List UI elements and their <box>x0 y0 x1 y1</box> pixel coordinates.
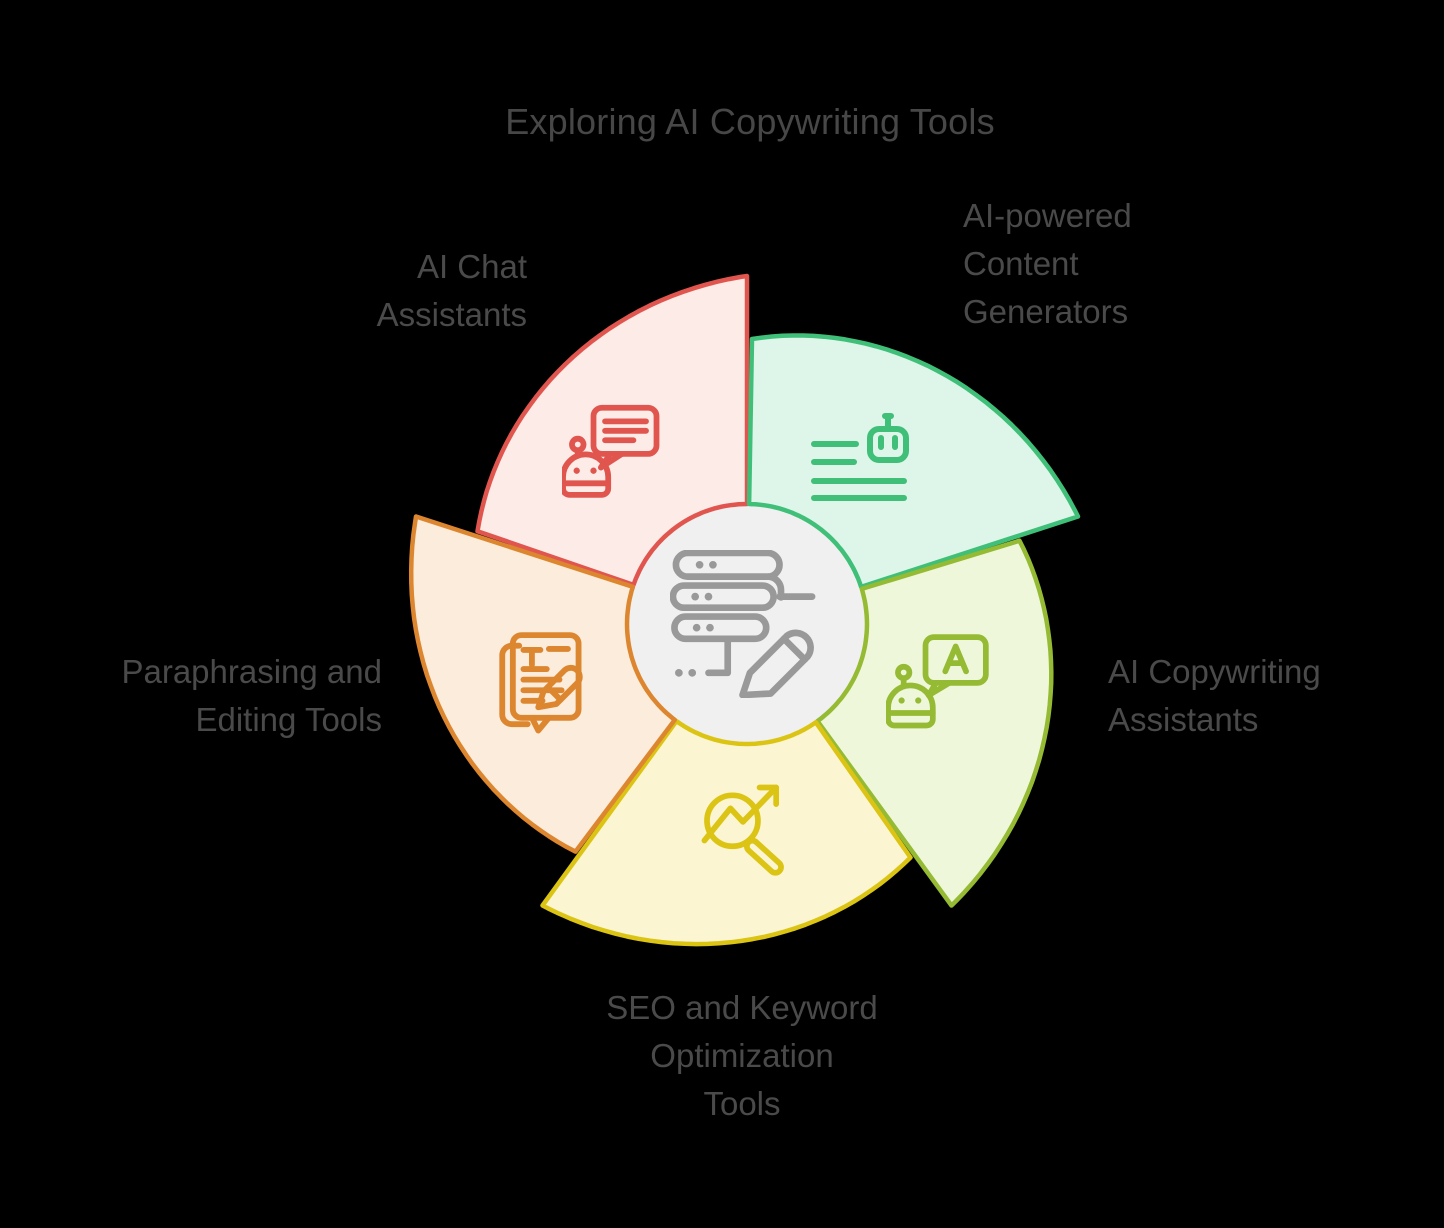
label-line: Optimization <box>650 1037 834 1074</box>
petal-content <box>746 333 1081 590</box>
label-line: Paraphrasing and <box>121 653 382 690</box>
server-pencil-icon <box>670 550 816 698</box>
label-line: AI Copywriting <box>1108 653 1321 690</box>
robot-chat-a-icon <box>886 634 989 729</box>
label-line: Editing Tools <box>195 701 382 738</box>
document-edit-icon <box>499 632 583 734</box>
label-paraphrasing-editing-tools: Paraphrasing and Editing Tools <box>121 648 382 744</box>
chat-robot-icon <box>562 404 660 498</box>
label-ai-copywriting-assistants: AI Copywriting Assistants <box>1108 648 1321 744</box>
label-ai-powered-content-generators: AI-powered Content Generators <box>963 192 1132 336</box>
label-seo-keyword-optimization-tools: SEO and Keyword Optimization Tools <box>492 984 992 1128</box>
petal-seo <box>540 718 913 947</box>
label-line: Generators <box>963 293 1129 330</box>
page-title: Exploring AI Copywriting Tools <box>505 101 995 142</box>
robot-text-lines-icon <box>811 413 909 501</box>
seo-magnifier-icon <box>701 784 784 876</box>
petal-paraphrasing <box>408 514 678 854</box>
label-line: AI-powered <box>963 197 1132 234</box>
label-line: AI Chat <box>416 248 527 285</box>
label-line: Tools <box>703 1085 781 1122</box>
center-hub-circle <box>628 505 866 743</box>
label-line: Assistants <box>1108 701 1259 738</box>
label-ai-chat-assistants: AI Chat Assistants <box>377 243 527 339</box>
label-line: SEO and Keyword <box>606 989 878 1026</box>
label-line: Assistants <box>376 296 527 333</box>
label-line: Content <box>963 245 1079 282</box>
